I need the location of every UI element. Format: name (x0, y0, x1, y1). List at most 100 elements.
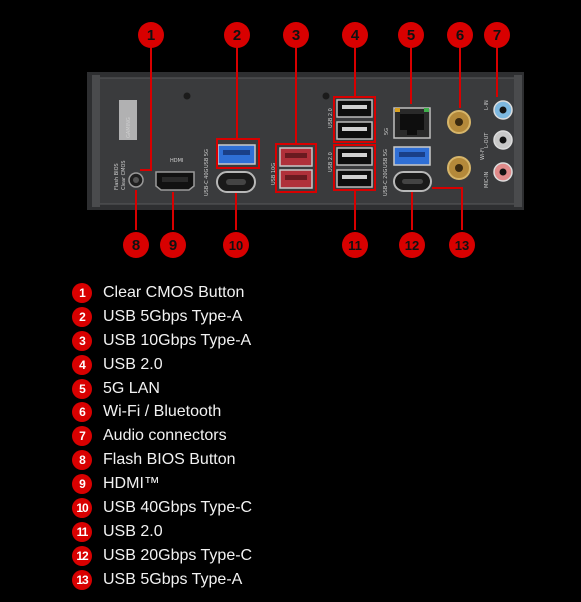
callout-badge-2: 2 (224, 22, 250, 48)
usb-5g-type-a-port[interactable] (217, 144, 256, 165)
usb-10g-label: USB 10G (271, 163, 277, 185)
audio-line-in-jack[interactable] (493, 100, 513, 120)
legend-label: HDMI™ (103, 475, 160, 493)
mic-in-label: MIC-IN (484, 171, 490, 188)
callout-badge-11: 11 (342, 232, 368, 258)
legend-label: 5G LAN (103, 379, 160, 397)
legend-number-badge: 12 (72, 545, 92, 566)
usb-5g-right-label: USB 5G (383, 149, 389, 168)
usb-5g-type-a-right-port[interactable] (393, 146, 431, 166)
usb-c-20g-port[interactable] (393, 171, 432, 192)
callout-badge-13: 13 (449, 232, 475, 258)
io-panel-diagram: GAMING Flash BIOS Clear CMOS HDMI USB 5G… (87, 22, 524, 258)
legend-label: USB 5Gbps Type-A (103, 307, 243, 325)
legend-number-badge: 8 (72, 450, 92, 471)
legend-number-badge: 13 (72, 569, 92, 590)
screw-hole-mid (322, 92, 330, 100)
legend-number-badge: 11 (72, 521, 92, 542)
legend-label: USB 20Gbps Type-C (103, 546, 253, 564)
callout-badges: 1 2 3 4 5 6 7 8 9 10 11 12 13 (123, 22, 510, 258)
legend-label: USB 2.0 (103, 522, 163, 540)
legend-item: 6 Wi-Fi / Bluetooth (72, 400, 252, 424)
legend-item: 1 Clear CMOS Button (72, 281, 252, 305)
legend-label: Flash BIOS Button (103, 451, 236, 469)
legend-number-badge: 2 (72, 306, 92, 327)
clear-cmos-button[interactable] (128, 172, 144, 188)
legend-number-badge: 4 (72, 354, 92, 375)
usb-2-bottom-label: USB 2.0 (328, 152, 334, 172)
callout-leader-lines (135, 47, 498, 230)
usb-c-20g-label: USB-C 20G (383, 168, 389, 196)
io-shield (87, 72, 524, 210)
svg-text:11: 11 (348, 238, 362, 253)
svg-text:10: 10 (229, 238, 243, 253)
callout-badge-7: 7 (484, 22, 510, 48)
legend-item: 9 HDMI™ (72, 472, 252, 496)
legend-item: 5 5G LAN (72, 377, 252, 401)
legend-number-badge: 10 (72, 497, 92, 518)
legend-item: 8 Flash BIOS Button (72, 448, 252, 472)
svg-text:5: 5 (407, 27, 415, 44)
svg-text:3: 3 (292, 27, 300, 44)
wifi-label: Wi-Fi (480, 148, 486, 160)
legend-number-badge: 5 (72, 378, 92, 399)
legend-label: USB 5Gbps Type-A (103, 570, 243, 588)
callout-badge-12: 12 (399, 232, 425, 258)
svg-text:8: 8 (132, 237, 140, 254)
usb-10g-type-a-top-port[interactable] (279, 147, 313, 167)
legend-number-badge: 6 (72, 402, 92, 423)
callout-badge-1: 1 (138, 22, 164, 48)
legend-item: 13 USB 5Gbps Type-A (72, 568, 252, 592)
legend-item: 4 USB 2.0 (72, 353, 252, 377)
gaming-label: GAMING (126, 117, 132, 138)
legend-label: Clear CMOS Button (103, 283, 245, 301)
lan-5g-label: 5G (384, 128, 390, 135)
legend-label: Audio connectors (103, 427, 227, 445)
legend-label: USB 10Gbps Type-A (103, 331, 252, 349)
usb-2-0-port-1[interactable] (336, 99, 373, 118)
callout-badge-5: 5 (398, 22, 424, 48)
wifi-antenna-connector-top[interactable] (447, 110, 471, 134)
svg-text:6: 6 (456, 27, 464, 44)
callout-badge-10: 10 (223, 232, 249, 258)
line-out-label: L-OUT (484, 132, 490, 148)
svg-text:12: 12 (405, 238, 419, 253)
legend-item: 12 USB 20Gbps Type-C (72, 544, 252, 568)
legend-number-badge: 9 (72, 474, 92, 495)
legend-item: 11 USB 2.0 (72, 520, 252, 544)
svg-text:2: 2 (233, 27, 241, 44)
lan-5g-port[interactable] (393, 107, 431, 139)
clear-cmos-label: Clear CMOS (121, 160, 127, 190)
screw-hole-left (183, 92, 191, 100)
hdmi-label: HDMI (170, 158, 183, 164)
hdmi-port[interactable] (155, 171, 195, 191)
line-in-label: L-IN (484, 100, 490, 110)
svg-text:13: 13 (455, 238, 469, 253)
callout-badge-3: 3 (283, 22, 309, 48)
usb-2-0-port-4[interactable] (336, 169, 373, 188)
audio-line-out-jack[interactable] (493, 130, 513, 150)
legend-item: 3 USB 10Gbps Type-A (72, 329, 252, 353)
usb-2-top-label: USB 2.0 (328, 108, 334, 128)
callout-badge-8: 8 (123, 232, 149, 258)
flash-bios-label: Flash BIOS (114, 163, 120, 190)
audio-mic-in-jack[interactable] (493, 162, 513, 182)
usb-2-0-port-2[interactable] (336, 121, 373, 140)
usb-c-40g-label: USB-C 40G (204, 168, 210, 196)
usb-10g-type-a-bottom-port[interactable] (279, 169, 313, 189)
legend-number-badge: 1 (72, 282, 92, 303)
wifi-antenna-connector-bottom[interactable] (447, 156, 471, 180)
gaming-logo-icon: GAMING (119, 100, 137, 140)
callout-badge-6: 6 (447, 22, 473, 48)
legend-number-badge: 3 (72, 330, 92, 351)
usb-2-0-port-3[interactable] (336, 147, 373, 166)
svg-text:4: 4 (351, 27, 360, 44)
svg-text:9: 9 (169, 237, 177, 254)
usb-c-40g-port[interactable] (216, 171, 256, 193)
legend-label: Wi-Fi / Bluetooth (103, 403, 222, 421)
legend-label: USB 2.0 (103, 355, 163, 373)
legend-item: 2 USB 5Gbps Type-A (72, 305, 252, 329)
